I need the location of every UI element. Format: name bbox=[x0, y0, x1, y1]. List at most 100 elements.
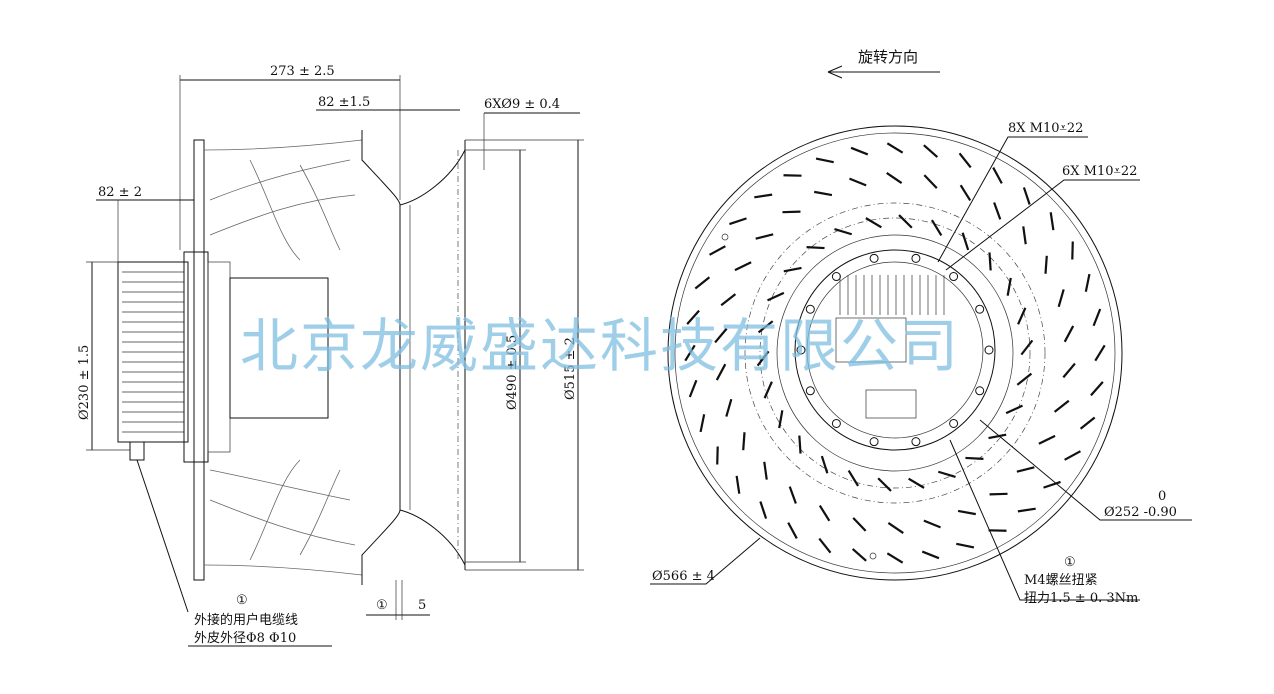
blade-mark bbox=[1049, 212, 1055, 231]
blade-mark bbox=[959, 184, 972, 202]
blade-mark bbox=[694, 276, 711, 290]
blade-mark bbox=[715, 363, 727, 381]
blade-mark bbox=[1043, 480, 1061, 489]
dim-motor-offset: 82 ± 2 bbox=[98, 185, 142, 200]
dim-outer-ring-diameter: Ø515 ± 2 bbox=[563, 337, 578, 400]
leader-torque bbox=[949, 439, 1140, 601]
blade-mark bbox=[923, 174, 938, 189]
blade-mark bbox=[1022, 226, 1027, 245]
blade-mark bbox=[956, 542, 975, 549]
blade-mark bbox=[850, 146, 869, 156]
blade-mark bbox=[849, 177, 867, 187]
blade-mark bbox=[908, 477, 925, 489]
blade-mark bbox=[965, 456, 984, 461]
blade-mark bbox=[921, 550, 940, 560]
blade-mark bbox=[818, 537, 832, 554]
inlet-cone-outline bbox=[361, 130, 401, 585]
blade-mark bbox=[720, 293, 737, 307]
hub-bolt bbox=[869, 253, 879, 263]
blade-mark bbox=[763, 381, 773, 399]
dim-inlet-depth: 82 ±1.5 bbox=[318, 95, 370, 110]
mounting-plate bbox=[193, 139, 205, 581]
blade-mark bbox=[1020, 339, 1034, 356]
inlet-lip-bottom bbox=[399, 509, 466, 566]
dim-flange-thickness: 5 bbox=[418, 598, 426, 613]
blade-mark bbox=[1079, 416, 1096, 430]
blade-mark bbox=[818, 504, 831, 522]
flange-marker: ① bbox=[376, 598, 388, 613]
blade-mark bbox=[1064, 450, 1081, 461]
impeller-blades-side bbox=[203, 139, 363, 576]
blade-mark bbox=[1017, 307, 1027, 325]
hub-bolt bbox=[949, 418, 959, 428]
thread-8x-label: 8X M10⩡22 bbox=[1008, 121, 1083, 136]
torque-note-line2: 扭力1.5 ± 0. 3Nm bbox=[1024, 591, 1138, 606]
blade-mark bbox=[778, 410, 784, 429]
blade-mark bbox=[1063, 325, 1075, 343]
leader-566 bbox=[650, 537, 761, 585]
blade-mark bbox=[865, 217, 882, 229]
blade-mark bbox=[1006, 277, 1012, 296]
blade-mark bbox=[806, 245, 825, 250]
dim-overall-length: 273 ± 2.5 bbox=[270, 64, 335, 79]
hub-bolt bbox=[984, 345, 994, 355]
hub-bolt bbox=[831, 418, 841, 428]
blade-mark bbox=[735, 475, 741, 494]
blade-mark bbox=[886, 172, 903, 184]
blade-mark bbox=[992, 167, 1003, 184]
blade-mark bbox=[820, 455, 829, 474]
blade-mark bbox=[725, 398, 733, 417]
blade-mark bbox=[961, 232, 970, 251]
blade-mark bbox=[993, 202, 1002, 220]
inlet-circle-dashed bbox=[744, 202, 1046, 504]
cable-leader bbox=[136, 459, 189, 613]
blade-mark bbox=[783, 266, 802, 273]
blade-mark bbox=[814, 190, 833, 197]
hub-bolt bbox=[975, 386, 985, 396]
cable-marker: ① bbox=[236, 593, 248, 608]
blade-mark bbox=[877, 477, 892, 492]
blade-mark bbox=[1016, 466, 1035, 473]
hub-bolt bbox=[949, 272, 959, 282]
blade-mark bbox=[754, 193, 773, 199]
dim-motor-diameter: Ø230 ± 1.5 bbox=[77, 345, 92, 420]
torque-marker: ① bbox=[1064, 555, 1076, 570]
blade-mark bbox=[1094, 344, 1106, 362]
impeller-outer-circle bbox=[667, 125, 1123, 581]
blade-mark bbox=[788, 486, 797, 504]
blade-mark bbox=[798, 435, 802, 454]
hub-label-plate bbox=[835, 317, 907, 363]
blade-mark bbox=[759, 501, 768, 519]
blade-mark bbox=[729, 217, 747, 226]
blade-mark bbox=[1090, 381, 1104, 397]
thread-6x-label: 6X M10⩡22 bbox=[1062, 164, 1137, 179]
blade-mark bbox=[787, 522, 798, 539]
blade-mark bbox=[886, 142, 904, 154]
hub-bolt bbox=[805, 386, 815, 396]
rotation-direction-label: 旋转方向 bbox=[858, 48, 918, 66]
blade-mark bbox=[923, 519, 941, 529]
blade-mark bbox=[684, 344, 696, 362]
blade-mark bbox=[989, 492, 1008, 496]
blade-mark bbox=[688, 379, 698, 398]
blade-mark bbox=[1062, 362, 1076, 379]
blade-mark bbox=[1017, 507, 1036, 513]
blade-mark bbox=[887, 522, 904, 534]
blade-mark bbox=[898, 214, 913, 229]
hub-bolt bbox=[975, 304, 985, 314]
leader-252 bbox=[979, 419, 1192, 521]
blade-mark bbox=[930, 219, 943, 236]
dim-hole-pattern: 6XØ9 ± 0.4 bbox=[484, 97, 560, 112]
blade-mark bbox=[756, 350, 770, 367]
blade-mark bbox=[851, 548, 867, 562]
blade-mark bbox=[709, 245, 726, 256]
blade-mark bbox=[1022, 187, 1031, 205]
cable-note-line1: 外接的用户电缆线 bbox=[194, 612, 298, 628]
cable-note-line2: 外皮外径Φ8 Φ10 bbox=[194, 631, 296, 646]
torque-note-line1: M4螺丝扭紧 bbox=[1024, 573, 1098, 588]
dim-hub-diameter: Ø252 -0.90 bbox=[1104, 505, 1177, 520]
blade-mark bbox=[1038, 434, 1056, 445]
blade-mark bbox=[1044, 255, 1048, 274]
hub-block bbox=[229, 277, 329, 419]
